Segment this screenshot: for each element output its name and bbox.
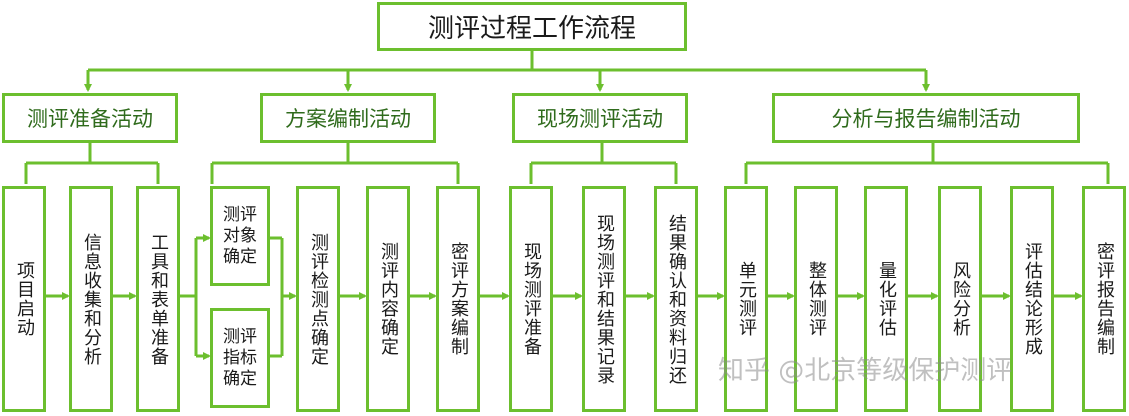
step-quant-assess: 量化评估 xyxy=(864,186,908,412)
step-unit-eval: 单元测评 xyxy=(724,186,768,412)
step-project-start: 项目启动 xyxy=(2,186,46,412)
substep-target-identify: 测评对象确定 xyxy=(210,186,270,286)
step-tools-forms: 工具和表单准备 xyxy=(136,186,180,412)
step-onsite-record: 现场测评和结果记录 xyxy=(582,186,626,412)
step-report-compile: 密评报告编制 xyxy=(1082,186,1126,412)
phase-prepare: 测评准备活动 xyxy=(2,93,178,143)
phase-analysis: 分析与报告编制活动 xyxy=(772,93,1080,143)
step-confirm-return: 结果确认和资料归还 xyxy=(654,186,698,412)
step-info-collection: 信息收集和分析 xyxy=(69,186,113,412)
step-conclusion: 评估结论形成 xyxy=(1010,186,1054,412)
step-onsite-prepare: 现场测评准备 xyxy=(509,186,553,412)
step-content-identify: 测评内容确定 xyxy=(366,186,410,412)
substep-indicator-identify: 测评指标确定 xyxy=(210,308,270,408)
step-checkpoint-identify: 测评检测点确定 xyxy=(296,186,340,412)
step-plan-compile: 密评方案编制 xyxy=(436,186,480,412)
phase-onsite: 现场测评活动 xyxy=(512,93,688,143)
step-risk-analysis: 风险分析 xyxy=(938,186,982,412)
flow-title: 测评过程工作流程 xyxy=(377,2,687,51)
phase-plan: 方案编制活动 xyxy=(260,93,436,143)
step-overall-eval: 整体测评 xyxy=(794,186,838,412)
